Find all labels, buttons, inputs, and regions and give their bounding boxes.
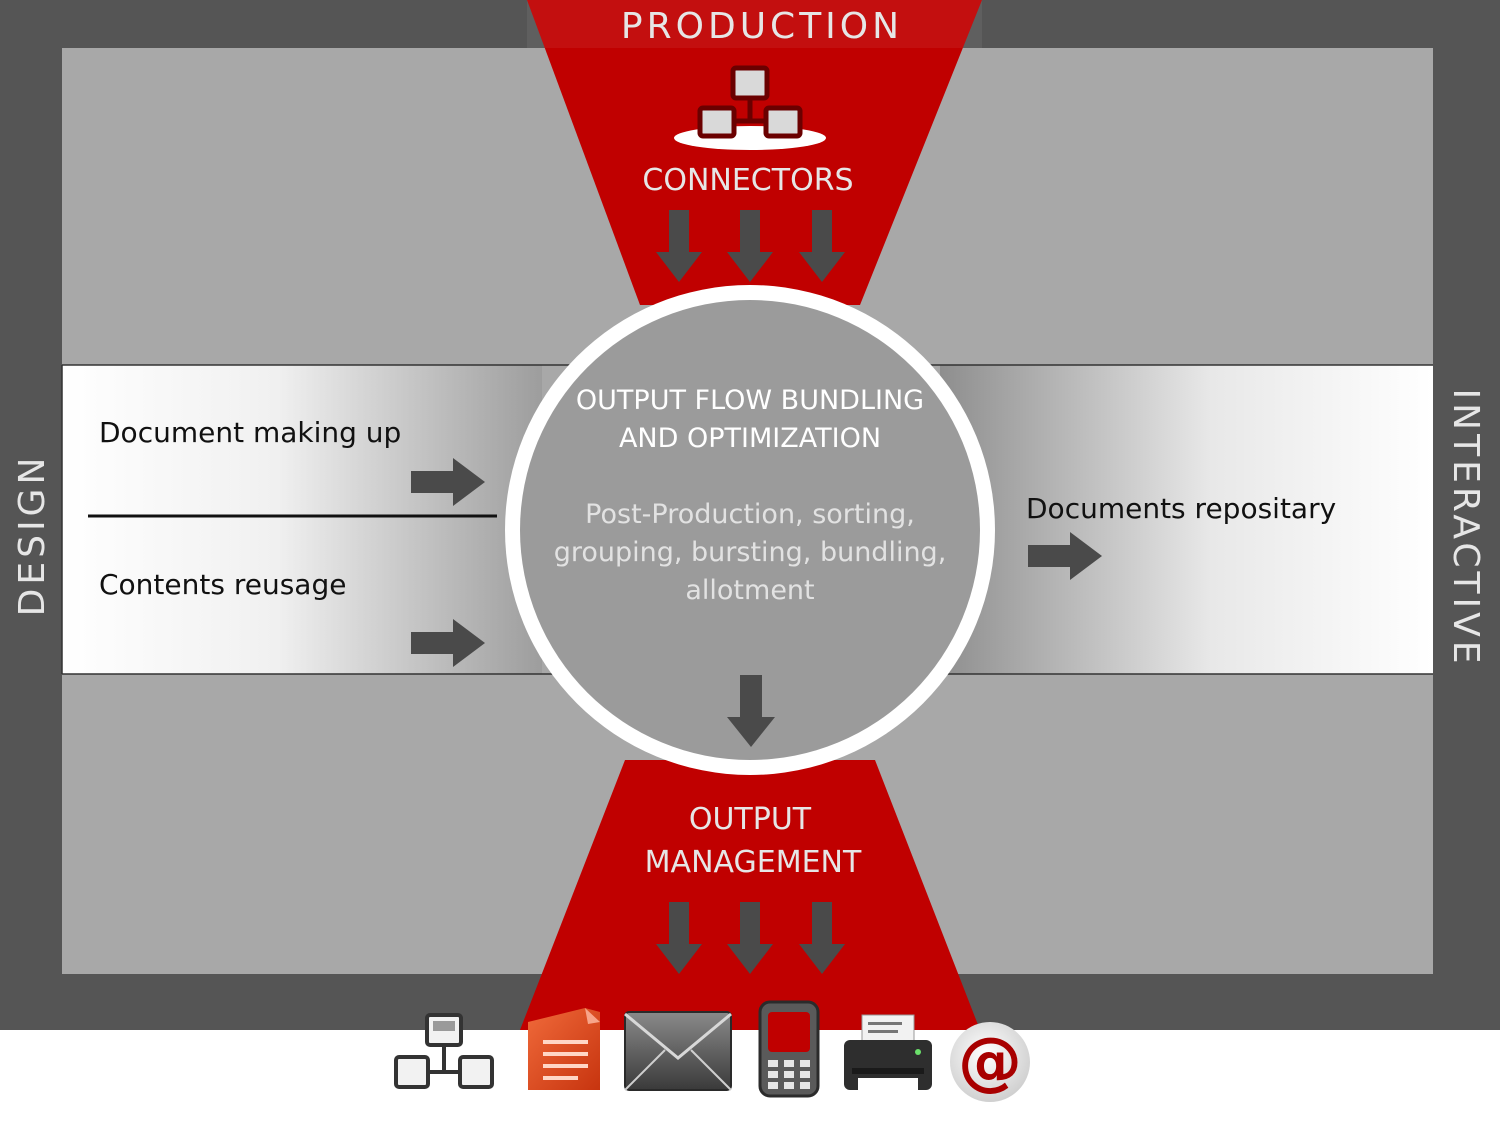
documents-repositary-label: Documents repositary	[1026, 492, 1336, 525]
connectors-label: CONNECTORS	[642, 163, 853, 198]
contents-reusage-label: Contents reusage	[99, 568, 346, 601]
connectors-icon	[674, 65, 826, 150]
center-title-line2: AND OPTIMIZATION	[619, 423, 881, 454]
center-desc-line1: Post-Production, sorting,	[585, 499, 915, 530]
center-desc-line3: allotment	[685, 575, 814, 606]
left-right-arrows	[411, 458, 485, 667]
right-band	[940, 365, 1433, 674]
top-red-cap	[527, 0, 982, 48]
envelope-icon	[624, 1011, 732, 1091]
document-icon	[528, 1008, 600, 1090]
output-label-line2: MANAGEMENT	[645, 845, 862, 880]
right-arrow	[1028, 532, 1102, 580]
output-label-line1: OUTPUT	[689, 802, 812, 837]
top-red-funnel	[527, 0, 982, 305]
center-circle	[520, 300, 980, 760]
network-icon	[394, 1013, 494, 1089]
interactive-label: INTERACTIVE	[1445, 389, 1486, 668]
mobile-phone-icon	[758, 1000, 820, 1098]
bottom-down-arrows	[656, 902, 845, 974]
at-sign-glyph: @	[958, 1025, 1022, 1099]
bottom-red-funnel	[520, 760, 980, 1030]
document-making-up-label: Document making up	[99, 416, 401, 449]
center-desc-line2: grouping, bursting, bundling,	[554, 537, 947, 568]
top-down-arrows	[656, 210, 845, 282]
left-band	[62, 365, 542, 674]
center-down-arrow	[727, 675, 775, 747]
design-label: DESIGN	[12, 454, 53, 617]
at-sign-icon: @	[950, 1022, 1030, 1102]
center-title-line1: OUTPUT FLOW BUNDLING	[576, 385, 924, 416]
printer-icon	[844, 1014, 932, 1094]
production-label: PRODUCTION	[621, 6, 903, 47]
